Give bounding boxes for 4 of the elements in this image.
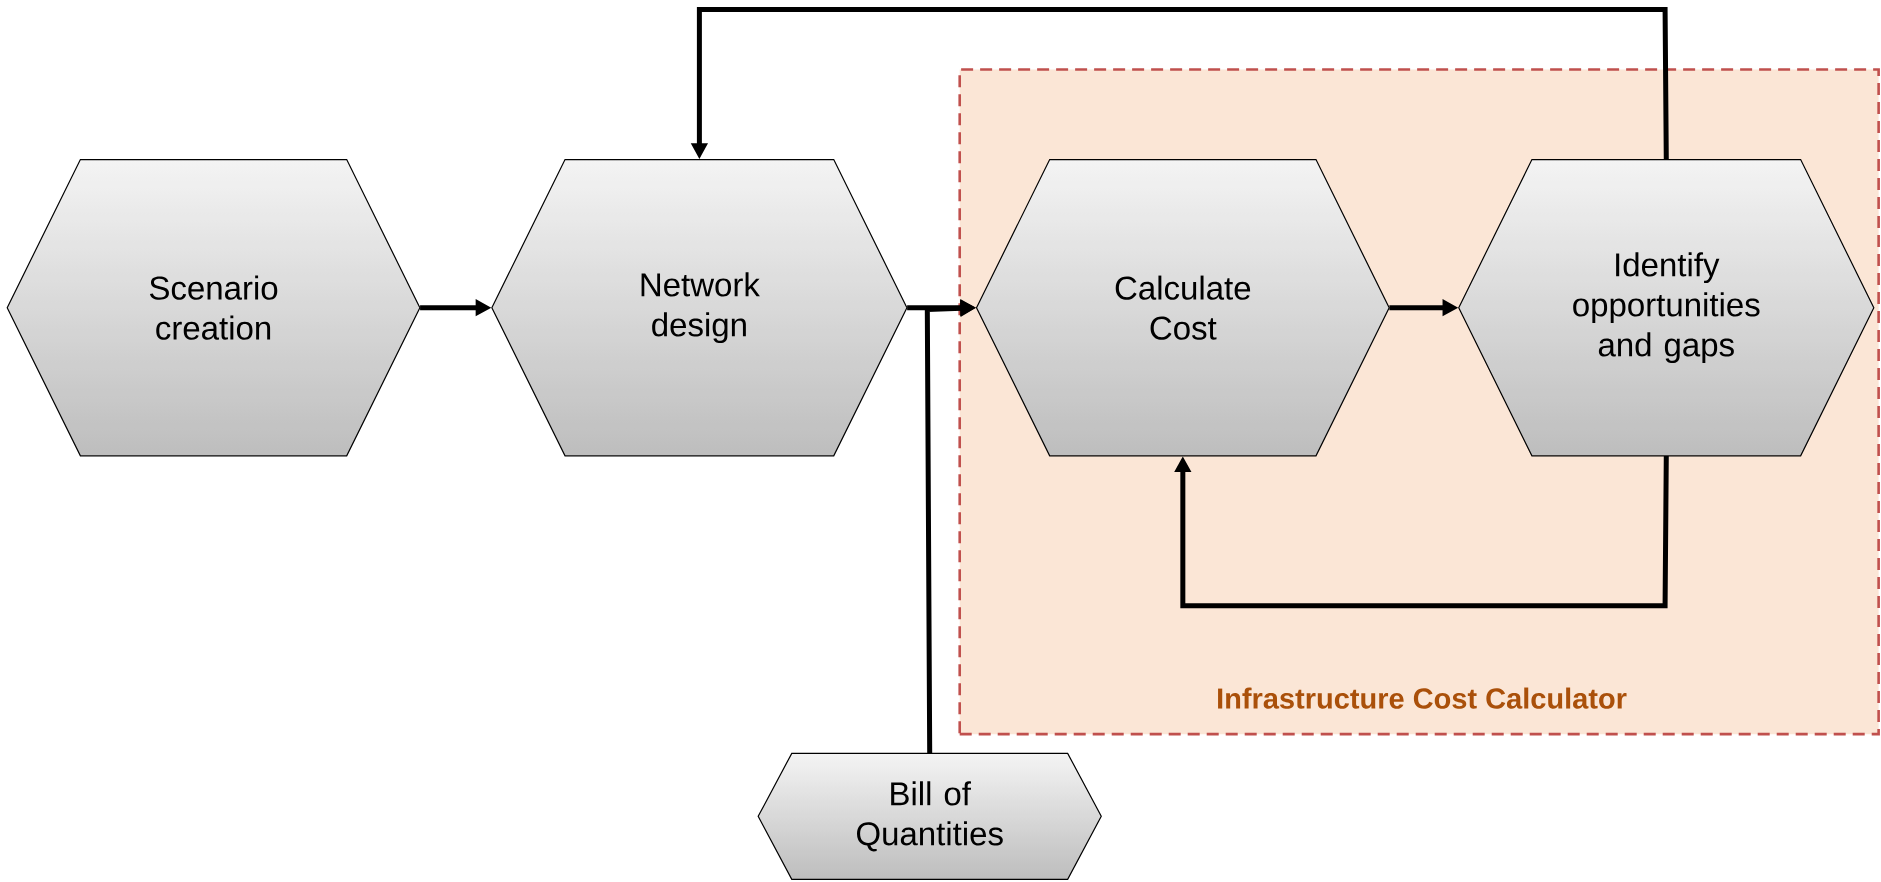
hexagon-box: Scenario creation xyxy=(6,158,421,457)
hexagon-box: Network design xyxy=(491,158,908,457)
arrow xyxy=(1174,456,1669,609)
hexagon-box: Bill of Quantities xyxy=(757,752,1102,880)
